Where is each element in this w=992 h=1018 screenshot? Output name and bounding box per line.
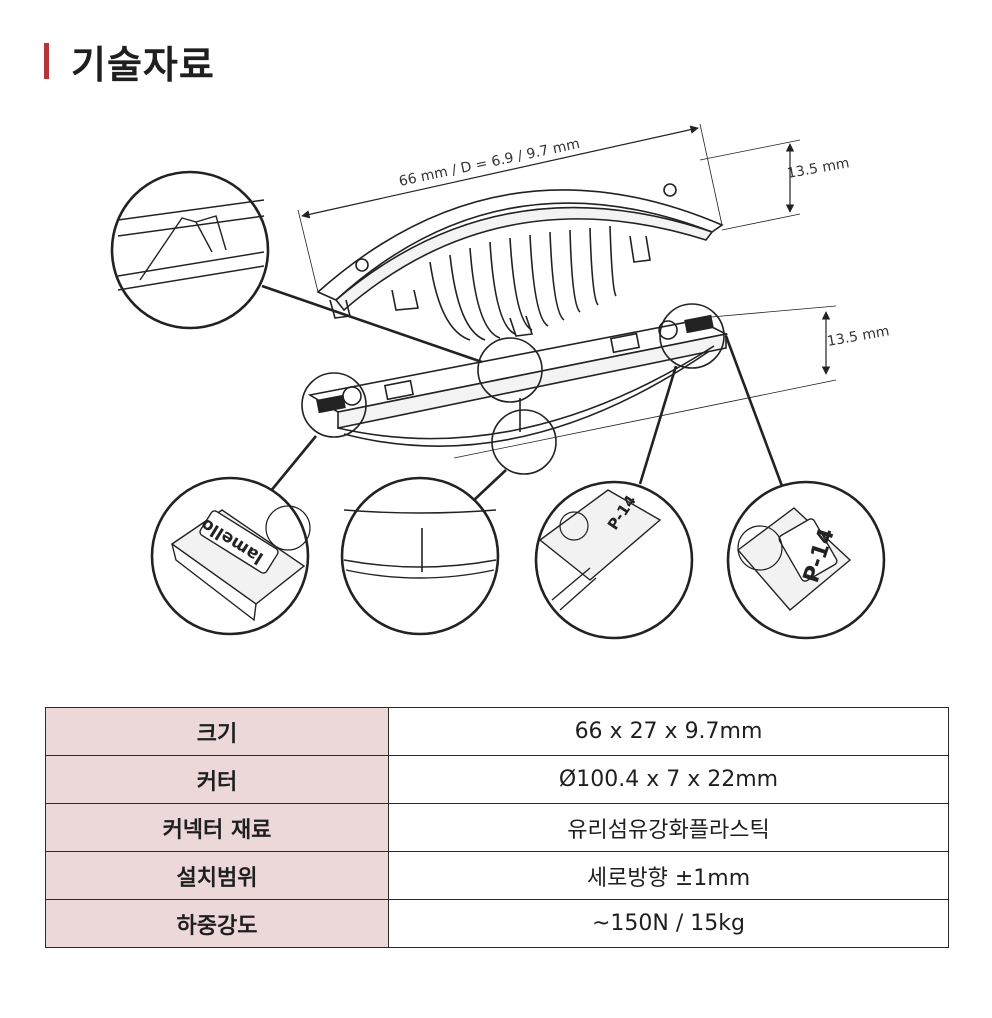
detail-circle-code-left: P-14 [534,480,694,640]
dimension-lines [297,123,837,459]
spec-value: 유리섬유강화플라스틱 [388,803,949,852]
spec-row: 커터 Ø100.4 x 7 x 22mm [45,755,949,804]
dim-height-top-label: 13.5 mm [786,155,851,182]
detail-circle-code-right: P-14 [726,480,886,640]
accent-bar [44,43,49,79]
spec-row: 하중강도 ~150N / 15kg [45,899,949,948]
spec-label: 커터 [45,755,389,804]
locator-circles [301,303,725,475]
detail-circle-logo: lamello [150,476,311,636]
section-header: 기술자료 [44,38,215,87]
detail-circle-cutline [340,476,500,636]
spec-row: 설치범위 세로방향 ±1mm [45,851,949,900]
detail-circle-hinge [110,170,270,330]
dim-length-label: 66 mm / D = 6.9 / 9.7 mm [398,136,582,190]
spec-label: 하중강도 [45,899,389,948]
spec-value: 세로방향 ±1mm [388,851,949,900]
connector-top [316,183,724,341]
connector-bottom [307,314,729,447]
technical-diagram: 66 mm / D = 6.9 / 9.7 mm 13.5 mm 13.5 mm… [110,123,891,640]
section-title: 기술자료 [71,42,215,87]
spec-value: ~150N / 15kg [388,899,949,948]
spec-label: 커넥터 재료 [45,803,389,852]
spec-label: 크기 [45,707,389,756]
spec-value: 66 x 27 x 9.7mm [388,707,949,756]
spec-row: 크기 66 x 27 x 9.7mm [45,707,949,756]
spec-label: 설치범위 [45,851,389,900]
leader-lines [261,284,784,501]
spec-row: 커넥터 재료 유리섬유강화플라스틱 [45,803,949,852]
dim-height-bottom-label: 13.5 mm [826,323,891,350]
spec-table: 크기 66 x 27 x 9.7mm 커터 Ø100.4 x 7 x 22mm … [45,707,949,948]
spec-value: Ø100.4 x 7 x 22mm [388,755,949,804]
